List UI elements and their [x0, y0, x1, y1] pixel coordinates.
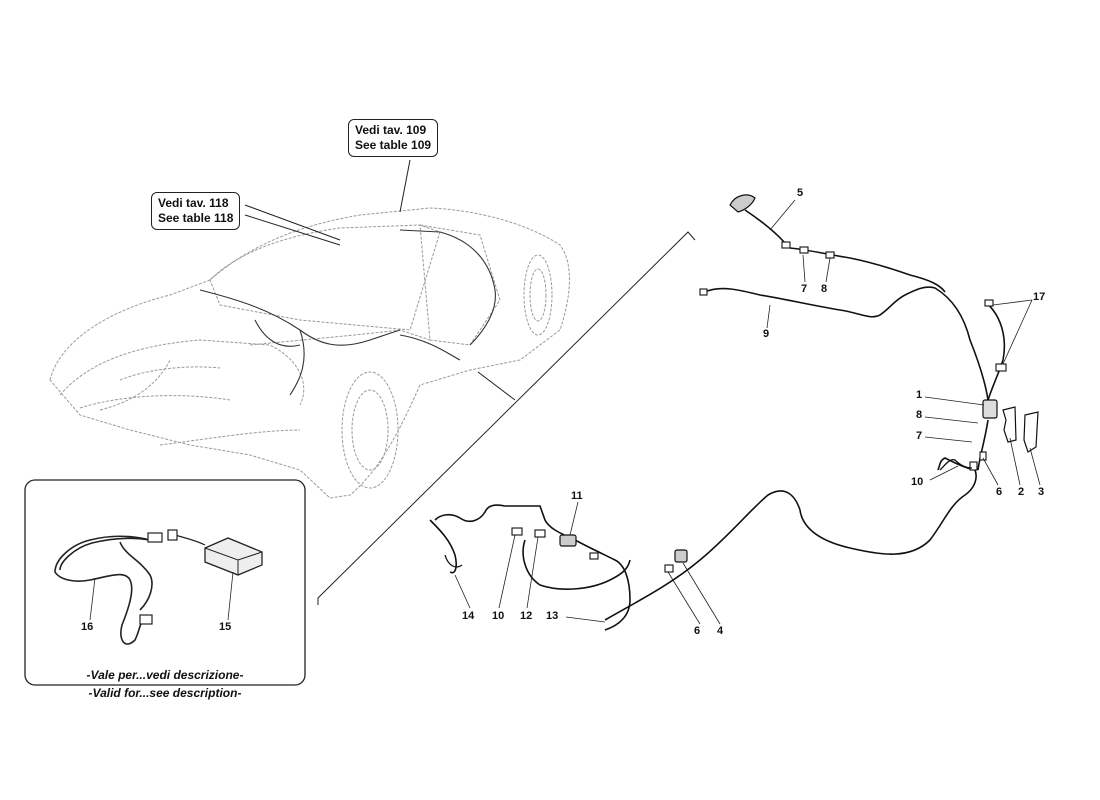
callout-table-118[interactable]: Vedi tav. 118 See table 118: [151, 192, 241, 230]
part-label-11[interactable]: 11: [571, 490, 583, 502]
inset-cable-to-module: [174, 534, 206, 546]
part-label-4[interactable]: 4: [717, 625, 724, 637]
inset-note-en: -Valid for...see description-: [88, 686, 242, 700]
inset-connector-a: [147, 532, 163, 543]
part-label-16[interactable]: 16: [81, 621, 94, 633]
inset-note-it: -Vale per...vedi descrizione-: [86, 668, 244, 682]
main-harness: [429, 209, 1006, 631]
car-harness-routing: [199, 229, 496, 396]
part-label-6-right[interactable]: 6: [996, 486, 1003, 498]
module-11: [559, 534, 577, 547]
bracket-2: [1002, 406, 1017, 443]
inset-connector-b: [139, 614, 153, 625]
callout-table-109-it: Vedi tav. 109: [355, 123, 427, 137]
gps-module-15: [204, 537, 263, 576]
car-illustration: [49, 207, 570, 499]
part-leaders: [454, 199, 1041, 625]
inset-frame: [24, 479, 306, 686]
part-label-2[interactable]: 2: [1018, 486, 1025, 498]
part-label-8-top[interactable]: 8: [821, 283, 828, 295]
part-label-9[interactable]: 9: [763, 328, 770, 340]
callout-leaders: [244, 159, 411, 246]
part-label-6-bottom[interactable]: 6: [694, 625, 701, 637]
antenna-5: [729, 194, 756, 213]
module-4: [674, 549, 688, 563]
part-label-12[interactable]: 12: [520, 610, 533, 622]
part-label-7-right[interactable]: 7: [916, 430, 923, 442]
part-label-17[interactable]: 17: [1033, 291, 1046, 303]
callout-table-118-it: Vedi tav. 118: [158, 196, 229, 210]
part-label-10-left[interactable]: 10: [492, 610, 505, 622]
separator-line: [317, 231, 696, 605]
part-label-8-right[interactable]: 8: [916, 409, 923, 421]
connectors: [511, 241, 1007, 573]
part-label-10-right[interactable]: 10: [911, 476, 924, 488]
bracket-3: [1023, 411, 1039, 453]
inset-small-connector: [167, 529, 178, 541]
part-label-7-top[interactable]: 7: [801, 283, 808, 295]
callout-table-118-en: See table 118: [158, 211, 234, 225]
callout-table-109-en: See table 109: [355, 138, 432, 152]
cable-10-right: [939, 459, 973, 471]
module-1: [982, 399, 998, 419]
cable-14: [444, 554, 463, 568]
callout-table-109[interactable]: Vedi tav. 109 See table 109: [348, 119, 439, 157]
part-label-13[interactable]: 13: [546, 610, 559, 622]
part-label-14[interactable]: 14: [462, 610, 475, 622]
inset-cable-16: [54, 535, 153, 645]
part-label-1[interactable]: 1: [916, 389, 923, 401]
part-label-5[interactable]: 5: [797, 187, 804, 199]
part-label-3[interactable]: 3: [1038, 486, 1045, 498]
part-label-15[interactable]: 15: [219, 621, 232, 633]
